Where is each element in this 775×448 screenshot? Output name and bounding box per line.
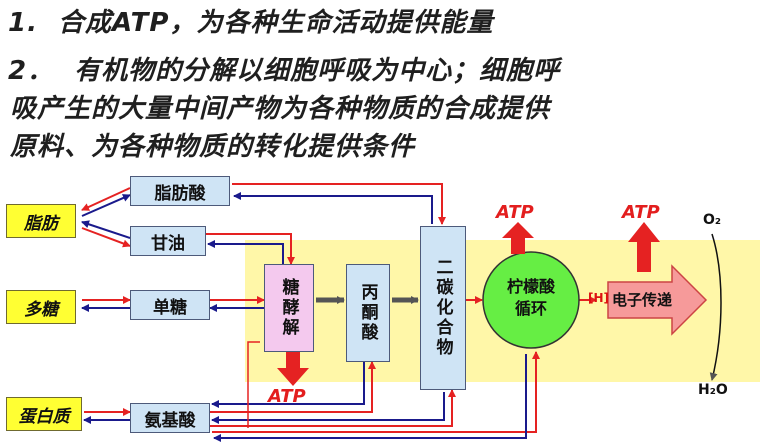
atp-arrow-electron <box>628 222 660 272</box>
atp-label-citric: ATP <box>496 202 534 223</box>
node-glycolysis: 糖酵解 <box>264 264 314 352</box>
arrow-glycolysis-to-glycerol <box>207 240 284 264</box>
node-fat: 脂肪 <box>6 204 76 238</box>
node-amino-acid: 氨基酸 <box>130 403 210 433</box>
node-protein: 蛋白质 <box>6 397 82 431</box>
citric-cycle-label-line-1: 柠檬酸 <box>506 277 555 296</box>
arrow-glycerol-to-glycolysis <box>206 233 295 265</box>
arrow-two-carbon-to-amino-acid <box>211 392 445 424</box>
point-2-number: 2． <box>8 56 55 86</box>
arrow-amino-acid-to-two-carbon <box>210 389 456 427</box>
point-2-line-3: 原料、为各种物质的转化提供条件 <box>10 132 416 162</box>
atp-arrow-glycolysis <box>277 352 309 386</box>
citric-cycle-circle <box>482 251 580 349</box>
arrow-two-carbon-to-fatty-acid <box>233 192 433 224</box>
arrow-amino-acid-to-pyruvate <box>210 361 376 413</box>
point-1: 1. 合成ATP，为各种生命活动提供能量 <box>8 2 493 39</box>
node-fatty-acid: 脂肪酸 <box>130 176 230 206</box>
arrow-glycerol-to-fat <box>81 220 131 239</box>
electron-transport-label: 电子传递 <box>612 291 673 309</box>
point-2-line-2: 吸产生的大量中间产物为各种物质的合成提供 <box>10 94 551 124</box>
oxygen-to-water-curve <box>709 233 722 381</box>
arrow-fatty-acid-to-fat <box>81 194 131 217</box>
atp-label-glycolysis: ATP <box>268 386 306 407</box>
point-2: 2． 有机物的分解以细胞呼吸为中心；细胞呼 <box>8 50 560 87</box>
arrow-fat-to-fatty-acid <box>81 187 131 211</box>
point-1-text: 合成ATP，为各种生命活动提供能量 <box>58 8 494 38</box>
arrow-pyruvate-to-amino-acid <box>211 362 365 408</box>
node-monosaccharide: 单糖 <box>130 290 210 320</box>
electron-transport-arrow <box>607 264 708 336</box>
arrow-fatty-acid-to-two-carbon <box>232 183 446 225</box>
citric-cycle-label: 柠檬酸 循环 <box>483 276 579 320</box>
node-polysaccharide: 多糖 <box>6 290 76 324</box>
atp-label-electron: ATP <box>622 202 660 223</box>
line-glycolysis-left <box>247 341 260 428</box>
hydrogen-label: [H] <box>588 291 610 305</box>
node-pyruvate: 丙酮酸 <box>346 264 390 362</box>
point-1-number: 1. <box>8 8 38 38</box>
node-glycerol: 甘油 <box>130 226 206 256</box>
arrow-fat-to-glycerol <box>81 227 131 248</box>
point-2-text: 有机物的分解以细胞呼吸为中心；细胞呼 <box>74 56 561 86</box>
node-two-carbon-compound: 二碳化合物 <box>420 226 466 390</box>
citric-cycle-label-line-2: 循环 <box>514 299 547 318</box>
atp-arrow-citric <box>502 222 534 254</box>
arrow-citric-cycle-to-amino-acid <box>213 354 527 442</box>
oxygen-label: O₂ <box>703 212 722 228</box>
water-label: H₂O <box>698 382 728 398</box>
arrow-amino-acid-to-citric-cycle <box>212 351 540 433</box>
